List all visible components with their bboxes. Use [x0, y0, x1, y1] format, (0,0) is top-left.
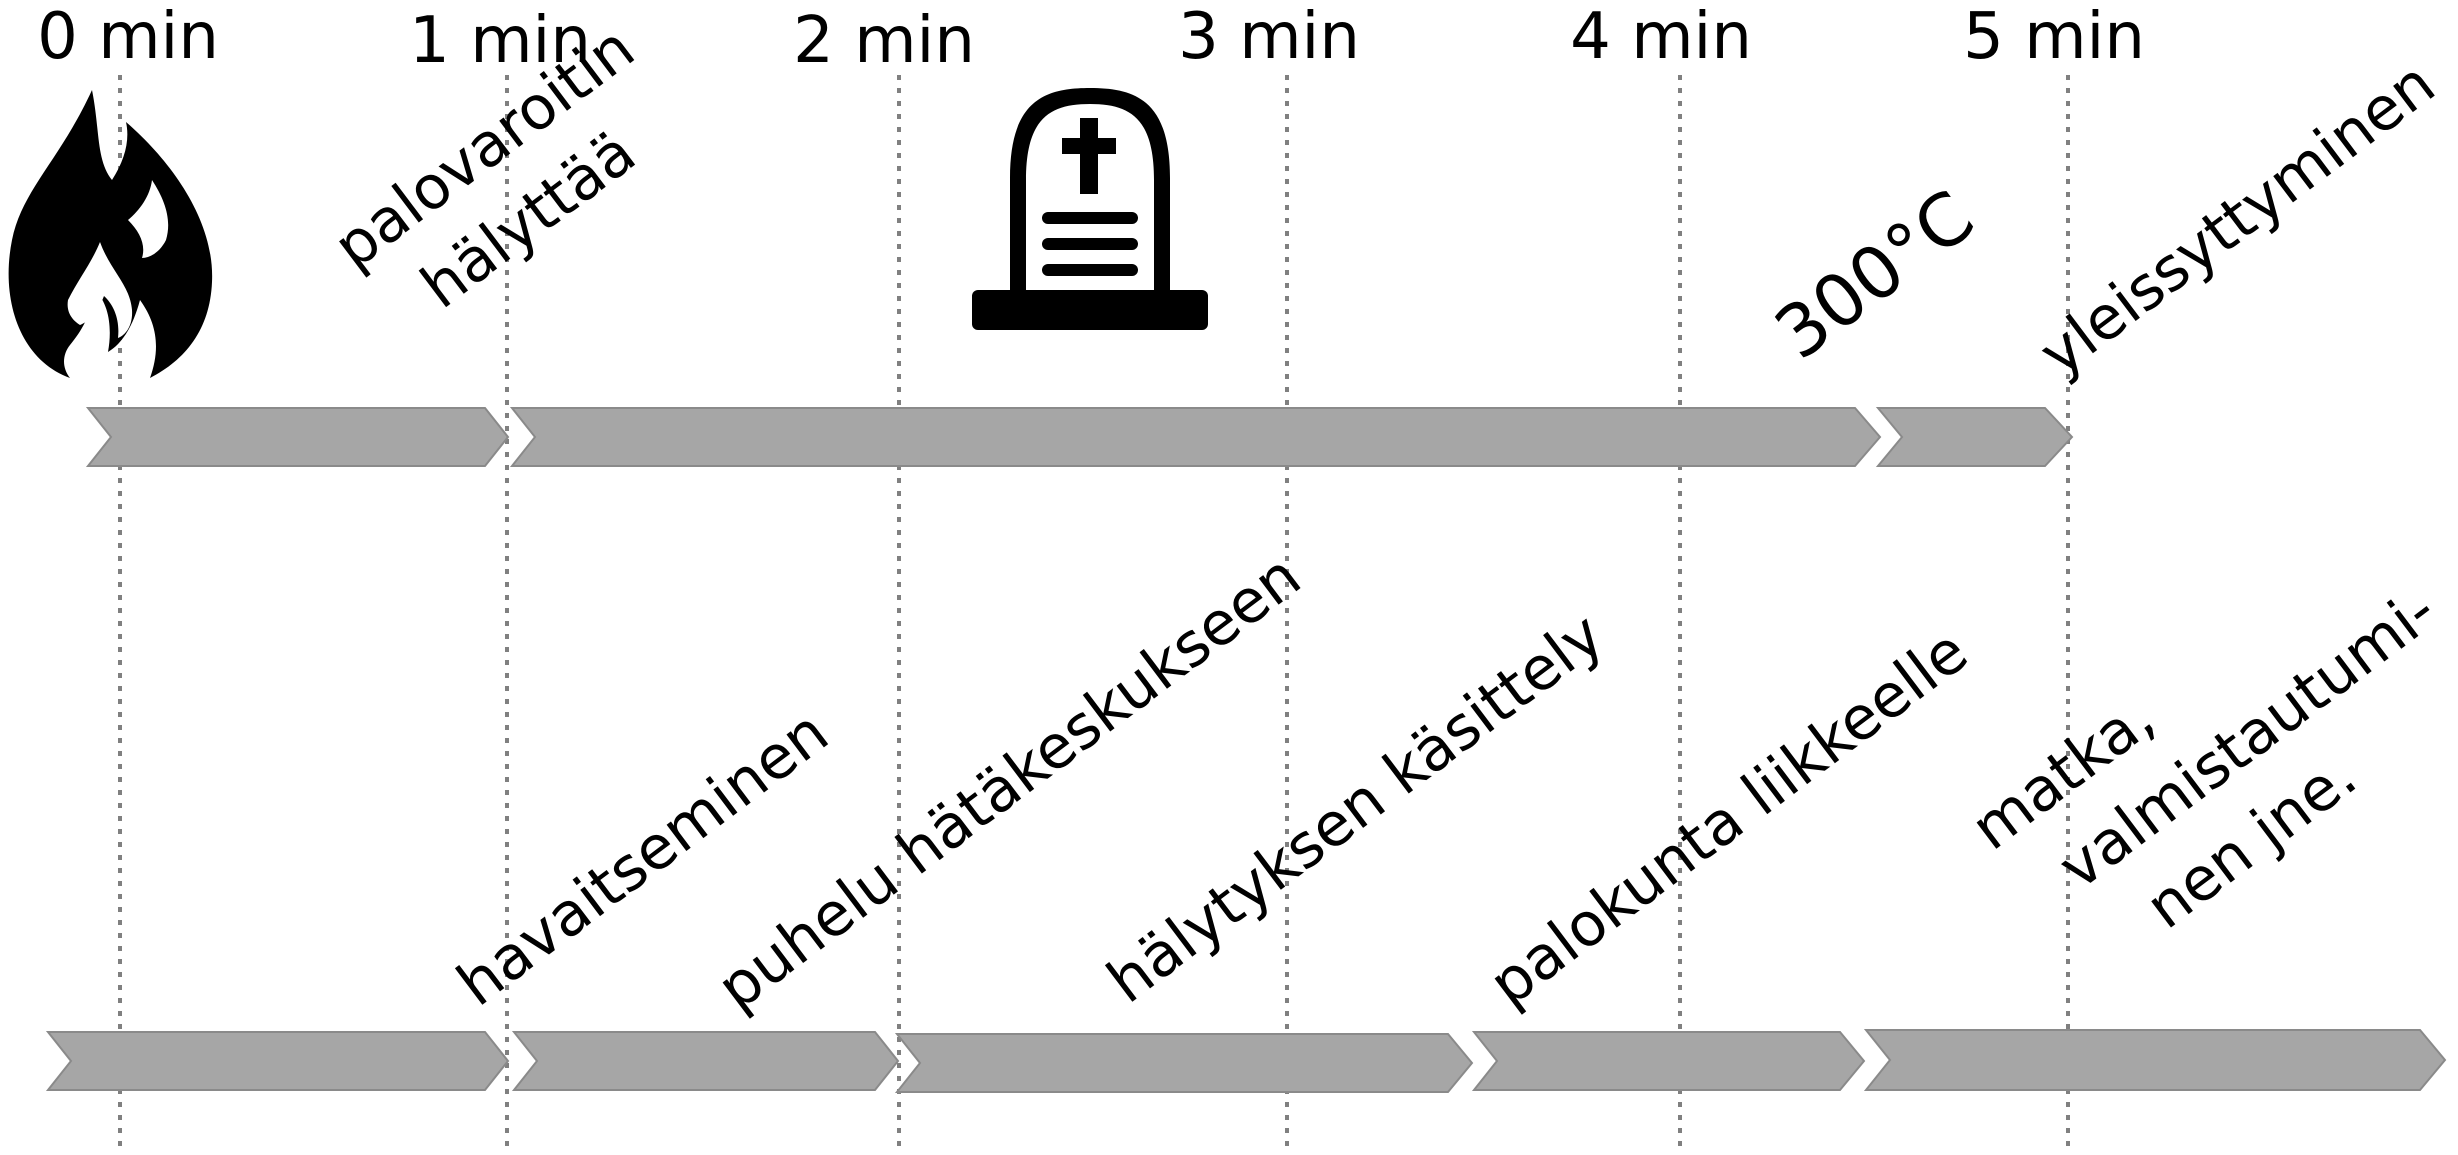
bottom-labels: havaitseminen puhelu hätäkeskukseen häly…	[445, 541, 2449, 1024]
phase-arrow-call	[511, 1031, 900, 1091]
tick-label: 1 min	[409, 4, 591, 78]
tick-label: 4 min	[1570, 0, 1752, 74]
tombstone-icon	[972, 88, 1208, 330]
tick-label: 2 min	[793, 4, 975, 78]
phase-arrow-fire-to-alarm	[85, 407, 510, 467]
tick-label: 5 min	[1963, 0, 2145, 74]
tick-label: 3 min	[1178, 0, 1360, 74]
phase-arrow-travel	[1863, 1029, 2447, 1091]
minute-gridlines	[118, 75, 2070, 1150]
top-phase-arrows	[85, 407, 2074, 467]
travel-label: matka, valmistautumi- nen jne.	[1959, 575, 2449, 942]
bottom-phase-arrows	[45, 1029, 2447, 1093]
temperature-label: 300°C	[1760, 174, 1989, 376]
phase-arrow-detection	[45, 1031, 510, 1091]
phase-arrow-departure	[1471, 1031, 1866, 1091]
phase-arrow-300c-to-flashover	[1875, 407, 2074, 467]
flashover-label: yleissyttyminen	[2027, 49, 2448, 390]
phase-arrow-alarm-handling	[894, 1033, 1474, 1093]
fire-icon	[8, 90, 213, 378]
time-axis: 0 min 1 min 2 min 3 min 4 min 5 min	[37, 0, 2145, 78]
tick-label: 0 min	[37, 0, 219, 74]
phase-arrow-alarm-to-300c	[509, 407, 1882, 467]
